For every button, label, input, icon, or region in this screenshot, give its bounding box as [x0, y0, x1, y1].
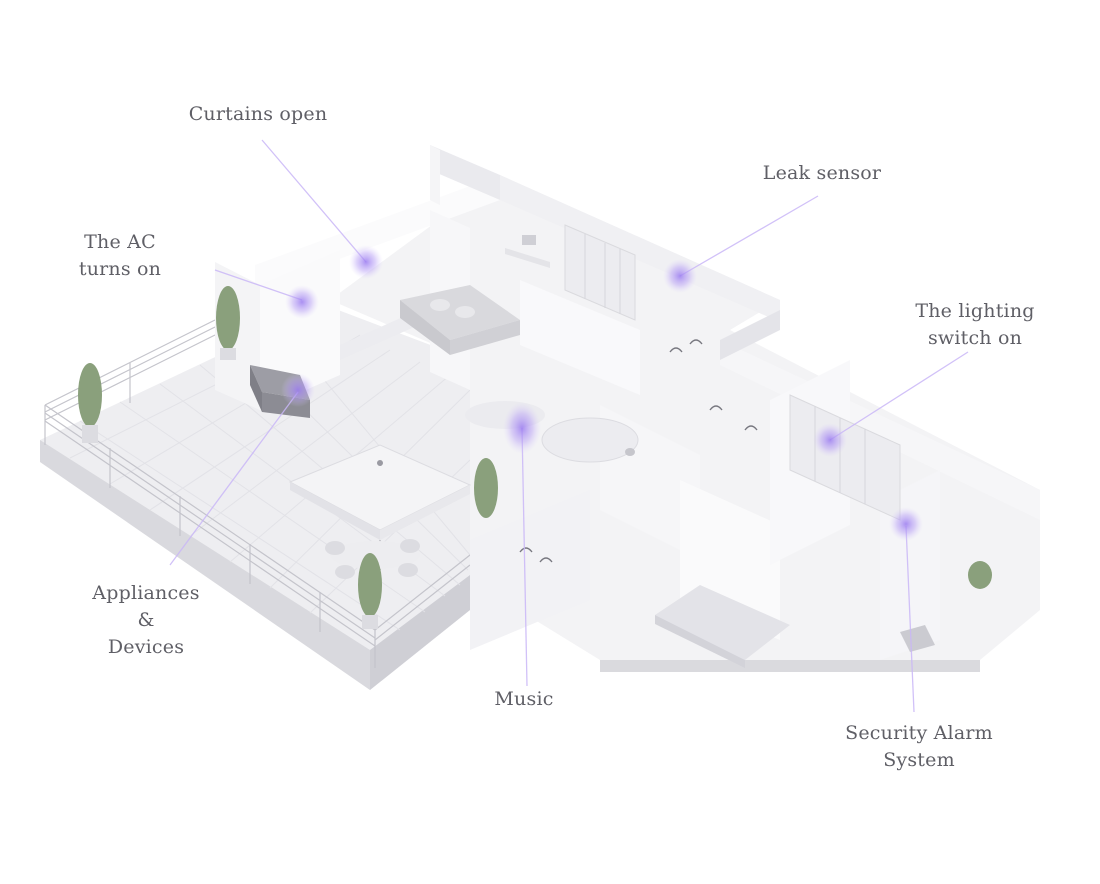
leader-music [521, 427, 528, 687]
leader-security [905, 525, 915, 713]
hotspot-leak [663, 259, 697, 293]
leader-appliances [169, 391, 299, 566]
walls [215, 145, 1040, 660]
furniture [78, 235, 992, 668]
bed-icon [655, 585, 790, 668]
plant-icon [78, 286, 992, 617]
sofa-icon [400, 285, 520, 355]
wardrobe-icon [519, 339, 758, 563]
hotspot-curtains [349, 245, 383, 279]
hotspot-lighting [813, 423, 847, 457]
leader-leak [679, 195, 819, 277]
label-ac-turns-on: The AC turns on [78, 231, 162, 280]
hotspot-security [889, 507, 923, 541]
label-lighting-switch-on: The lighting switch on [915, 300, 1035, 349]
label-security-alarm-system: Security Alarm System [845, 722, 993, 771]
label-appliances-devices: Appliances & Devices [92, 582, 200, 658]
hotspot-appliances [281, 373, 315, 407]
hotspots [281, 245, 923, 541]
leader-lines [169, 139, 969, 713]
desk-icon [505, 235, 550, 268]
leader-curtains [261, 139, 367, 263]
leader-lighting [829, 351, 969, 441]
label-curtains-open: Curtains open [188, 103, 328, 125]
umbrella-table-icon [288, 444, 472, 579]
hotspot-ac [285, 285, 319, 319]
bathtub-icon [541, 417, 639, 463]
chair-icon [900, 625, 935, 652]
label-music: Music [494, 688, 554, 710]
hotspot-music [503, 402, 541, 454]
label-leak-sensor: Leak sensor [762, 162, 882, 184]
